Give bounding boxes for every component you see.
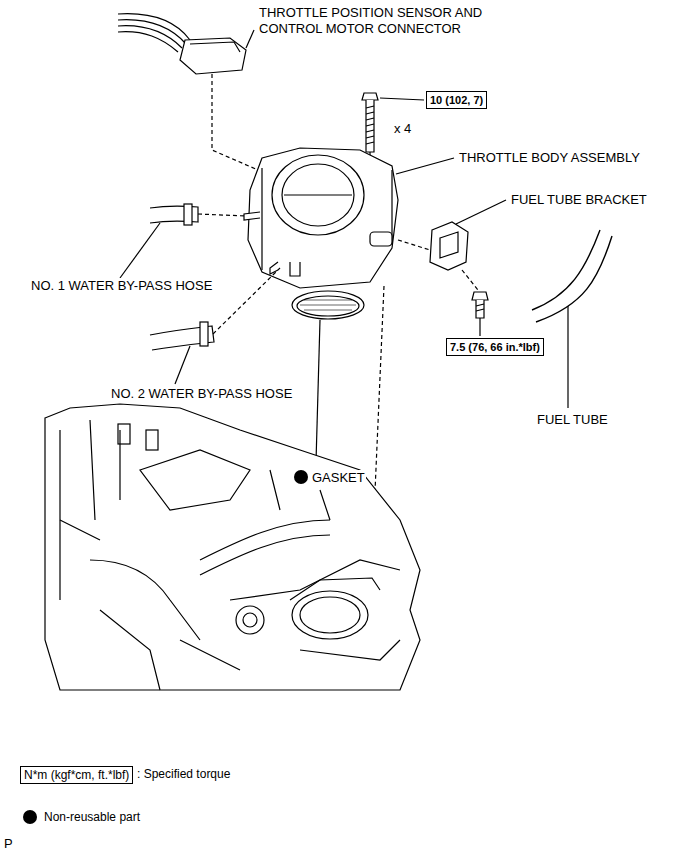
part-name: THROTTLE BODY ASSEMBLY [458,150,641,166]
torque-box: 7.5 (76, 66 in.*lbf) [446,338,544,356]
box-text: N*m (kgf*cm, ft.*lbf) [24,768,129,782]
torque-box: 10 (102, 7) [426,91,487,109]
part-name: FUEL TUBE BRACKET [510,192,648,208]
part-name: FUEL TUBE [536,412,609,428]
part-name: GASKET [311,470,366,486]
box-text: 7.5 (76, 66 in.*lbf) [450,340,540,354]
quantity-note: x 4 [393,121,412,137]
page-mark: P [3,836,14,852]
legend-text: Non-reusable part [44,810,140,824]
legend-text: : Specified torque [137,767,230,781]
part-name: NO. 1 WATER BY-PASS HOSE [30,278,213,294]
part-name: THROTTLE POSITION SENSOR AND CONTROL MOT… [258,5,515,37]
box-text: 10 (102, 7) [430,93,483,107]
legend-torque-box: N*m (kgf*cm, ft.*lbf) [20,766,133,784]
non-reusable-mark [294,470,308,484]
legend-dot-symbol [23,810,37,824]
part-name: NO. 2 WATER BY-PASS HOSE [110,386,293,402]
